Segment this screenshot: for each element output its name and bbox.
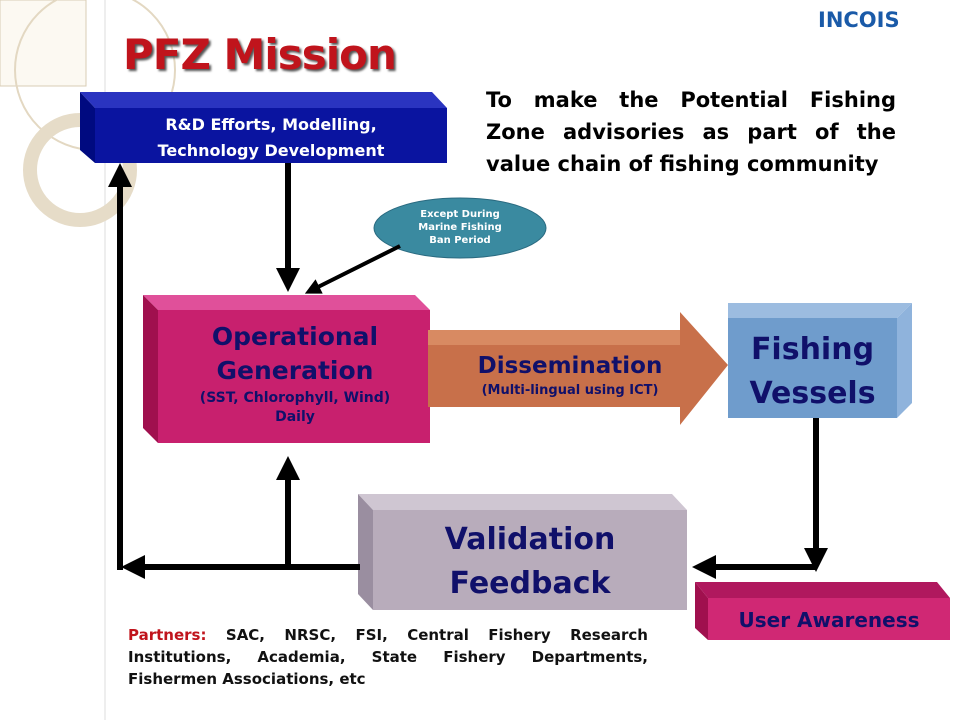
callout-line: Except During [420, 209, 500, 220]
operational-freq: Daily [275, 409, 315, 425]
vessels-line: Fishing [750, 332, 875, 367]
mission-statement: To make the Potential Fishing Zone advis… [486, 84, 896, 180]
dissemination-sub: (Multi-lingual using ICT) [481, 383, 659, 398]
slide-title: PFZ Mission [123, 30, 397, 79]
dissemination-label: Dissemination (Multi-lingual using ICT) [440, 350, 700, 400]
partners-label: Partners: [128, 626, 207, 644]
callout-line: Ban Period [429, 235, 491, 246]
rd-line: Technology Development [157, 141, 385, 160]
partners-list: SAC, NRSC, FSI, Central Fishery Research… [128, 626, 648, 688]
validation-box [358, 494, 687, 610]
operational-sub: (SST, Chlorophyll, Wind) [199, 390, 391, 406]
vessels-line: Vessels [749, 376, 876, 411]
validation-label: Validation Feedback [373, 518, 687, 606]
mission-line: To make the Potential Fishing [486, 88, 896, 112]
callout-line: Marine Fishing [418, 222, 502, 233]
flow-arrows [108, 163, 828, 579]
callout-label: Except During Marine Fishing Ban Period [376, 208, 544, 247]
dissemination-title: Dissemination [477, 353, 663, 379]
awareness-box [695, 582, 950, 640]
incois-logo: INCOIS [818, 8, 900, 32]
operational-line: Generation [216, 356, 374, 385]
operational-line: Operational [211, 322, 379, 351]
partners-text: Partners: SAC, NRSC, FSI, Central Fisher… [128, 624, 648, 690]
validation-line: Validation [444, 522, 616, 557]
vessels-box [728, 303, 912, 418]
vessels-label: Fishing Vessels [728, 328, 897, 416]
rd-box [80, 92, 447, 163]
rd-line: R&D Efforts, Modelling, [165, 115, 377, 134]
operational-box [143, 295, 430, 443]
validation-line: Feedback [449, 566, 611, 601]
operational-label: Operational Generation (SST, Chlorophyll… [150, 320, 440, 426]
mission-line: value chain of fishing community [486, 152, 879, 176]
awareness-label: User Awareness [738, 608, 920, 632]
rd-label: R&D Efforts, Modelling, Technology Devel… [95, 112, 447, 164]
callout-ellipse [373, 197, 547, 259]
dissemination-arrow [428, 312, 728, 425]
mission-line: Zone advisories as part of the [486, 120, 896, 144]
